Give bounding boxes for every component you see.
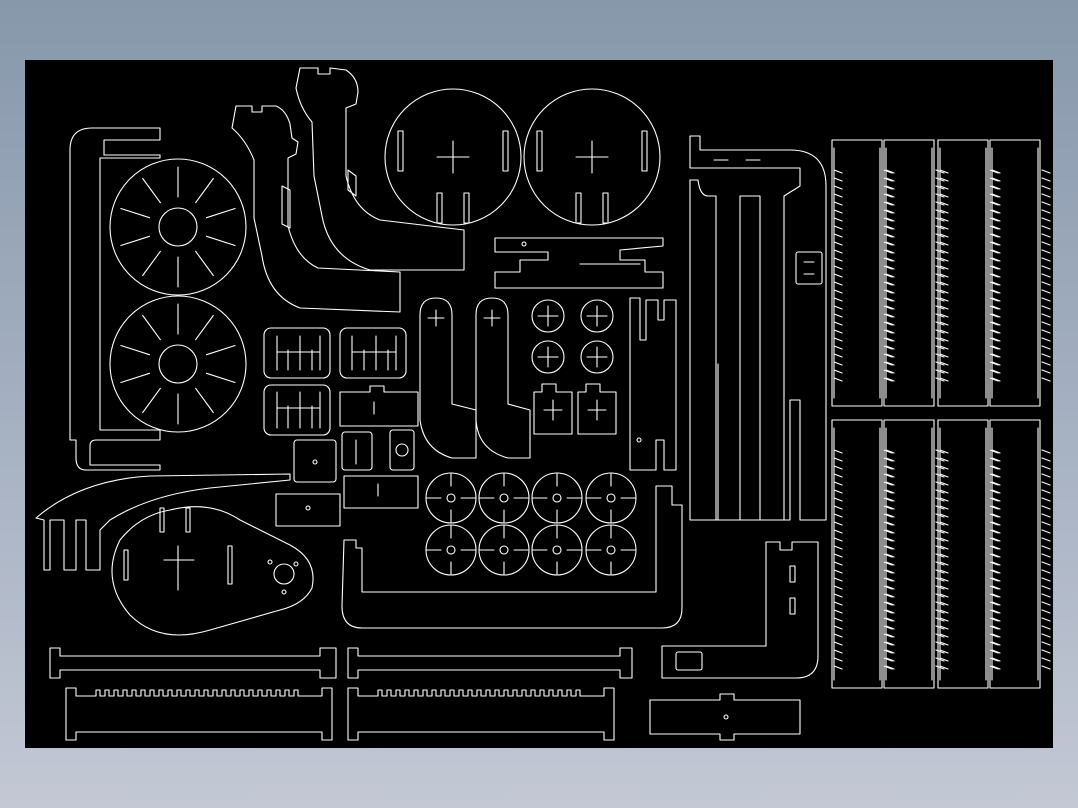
fin-panel-teeth [833,449,893,670]
small-disc-array [425,472,637,576]
bottom-tab-plate [649,693,801,741]
fin-panel-teeth [991,449,1051,670]
small-disc-slot [585,472,637,524]
small-disc-slot [425,524,477,576]
small-disc-hole [446,545,456,555]
fan-spoke-slot [120,235,151,247]
round-plate-left [384,88,522,226]
fin-panel-rail [991,427,1039,681]
small-disc-slot [531,472,583,524]
fan-spoke-slot [195,250,214,277]
fin-panel [989,419,1041,689]
fan-spoke-slot [205,235,236,247]
curved-arm-a [231,105,401,313]
fin-panel [883,419,935,689]
fin-panel-rail [991,147,1039,399]
fin-panel [831,139,883,407]
small-disc-slot [585,524,637,576]
slotted-cross-bar [494,237,664,289]
fin-panel-rail [833,147,881,399]
small-disc-slot [425,472,477,524]
small-cross-disc-set [531,299,617,435]
curved-finger-set [419,297,531,459]
fan-spoke-slot [142,250,161,277]
fin-panel [937,139,989,407]
fin-panel-teeth [885,169,945,382]
fin-panel-teeth [939,449,999,670]
center-column-assembly [689,135,827,521]
fin-panel-grid [831,139,1051,689]
fin-panel [883,139,935,407]
cad-drawing-viewport[interactable] [25,60,1053,748]
fan-spoke-slot [195,177,214,204]
fan-wheel-upper [109,158,247,296]
fan-spoke-slot [142,387,161,414]
comb-outline [65,687,333,741]
small-disc-hole [499,545,509,555]
drive-crank-plate [111,506,314,636]
fin-panel-rail [885,427,933,681]
left-frame-bracket [69,127,161,471]
fan-spoke-slot [120,372,151,384]
small-disc-hole [552,545,562,555]
comb-outline [347,687,615,741]
fan-spoke-slot [195,387,214,414]
fan-spoke-slot [205,207,236,219]
fan-spoke-slot [205,344,236,356]
comb-strip-left [65,687,333,741]
small-disc-hole [606,545,616,555]
sweep-arm [35,473,291,571]
fan-spoke-slot [142,314,161,341]
small-disc-hole [499,493,509,503]
small-disc-hole [552,493,562,503]
curved-arm-b [295,67,465,271]
fin-panel-rail [939,427,987,681]
bottom-rail-left [49,647,337,679]
laser-cut-layout-drawing [35,67,1051,741]
l-bracket [661,541,819,679]
small-disc-hole [446,493,456,503]
u-channel-frame [341,485,683,629]
fin-panel-rail [939,147,987,399]
fin-panel-rail [833,427,881,681]
vertical-slotted-strip [629,297,677,471]
fin-panel [831,419,883,689]
fan-spoke-slot [120,344,151,356]
fin-panel-teeth [991,169,1051,382]
small-disc-hole [606,493,616,503]
round-plate-right [523,88,661,226]
small-disc-slot [531,524,583,576]
fin-panel-teeth [833,169,893,382]
comb-strip-right [347,687,615,741]
fan-spoke-slot [142,177,161,204]
fan-spoke-slot [195,314,214,341]
fan-wheel-lower [109,295,247,433]
small-disc-slot [478,472,530,524]
fan-spoke-slot [120,207,151,219]
fin-panel [937,419,989,689]
fin-panel-teeth [885,449,945,670]
small-disc-slot [478,524,530,576]
fin-panel-rail [885,147,933,399]
fin-panel [989,139,1041,407]
small-bracket-set [263,327,419,527]
fan-spoke-slot [205,372,236,384]
fin-panel-teeth [939,169,999,382]
bottom-rail-right [347,647,633,679]
